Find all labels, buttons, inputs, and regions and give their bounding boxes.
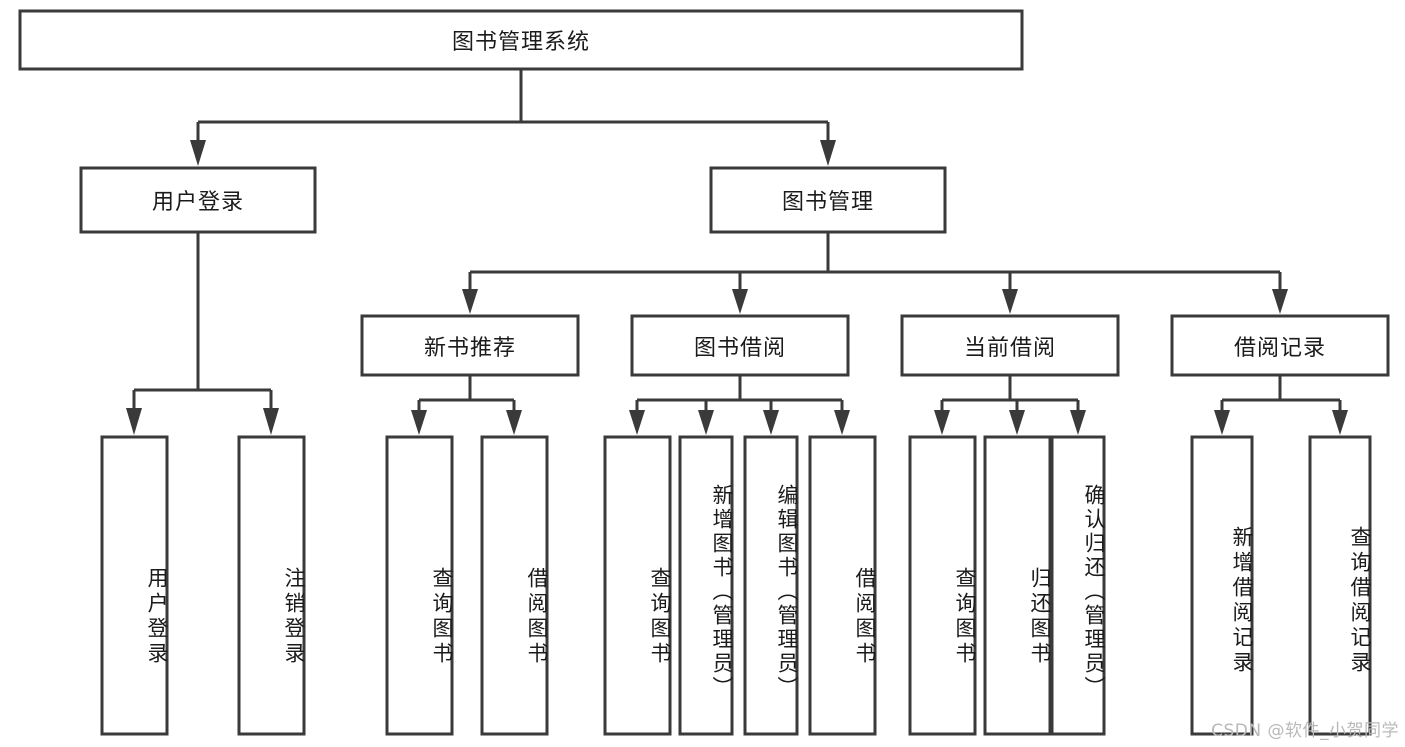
node-box-leaf-add-record[interactable]: [1190, 435, 1254, 736]
arrowhead-leaf-borrow-book-1: [506, 410, 522, 435]
node-box-user-login[interactable]: [79, 166, 317, 234]
arrowhead-leaf-borrow-book-2: [834, 410, 850, 435]
node-box-leaf-user-login[interactable]: [100, 435, 169, 736]
arrowhead-leaf-query-record: [1332, 410, 1348, 435]
node-box-leaf-query-book-2[interactable]: [603, 435, 672, 736]
node-box-borrow-record[interactable]: [1170, 314, 1390, 377]
arrowhead-new-book-recommend: [462, 289, 478, 314]
arrowhead-root-to-user-login: [190, 140, 206, 166]
node-box-root[interactable]: [18, 9, 1024, 71]
node-box-leaf-add-book[interactable]: [678, 435, 734, 736]
arrowhead-borrow-record: [1272, 289, 1288, 314]
arrowhead-leaf-logout: [263, 408, 279, 435]
node-box-leaf-borrow-book-2[interactable]: [808, 435, 877, 736]
arrowhead-leaf-confirm-return: [1070, 410, 1086, 435]
node-box-leaf-edit-book[interactable]: [743, 435, 799, 736]
arrowhead-leaf-query-book-2: [629, 410, 645, 435]
node-box-book-manage[interactable]: [709, 166, 947, 234]
arrowhead-current-borrow: [1002, 289, 1018, 314]
arrowhead-leaf-return-book: [1009, 410, 1025, 435]
arrowhead-leaf-query-book-3: [934, 410, 950, 435]
node-box-leaf-query-book-1[interactable]: [385, 435, 454, 736]
arrowhead-leaf-add-book: [698, 410, 714, 435]
node-box-book-borrow[interactable]: [630, 314, 850, 377]
node-box-leaf-query-book-3[interactable]: [908, 435, 977, 736]
arrowhead-root-to-book-manage: [820, 140, 836, 166]
node-box-new-book-recommend[interactable]: [360, 314, 580, 377]
node-box-leaf-borrow-book-1[interactable]: [480, 435, 549, 736]
arrowhead-leaf-user-login: [126, 408, 142, 435]
arrowhead-book-borrow: [732, 289, 748, 314]
arrowhead-leaf-add-record: [1214, 410, 1230, 435]
node-box-leaf-logout[interactable]: [237, 435, 306, 736]
node-box-leaf-confirm-return[interactable]: [1050, 435, 1106, 736]
node-box-current-borrow[interactable]: [900, 314, 1120, 377]
node-box-leaf-query-record[interactable]: [1308, 435, 1372, 736]
node-box-leaf-return-book[interactable]: [983, 435, 1052, 736]
arrowhead-leaf-edit-book: [763, 410, 779, 435]
arrowhead-leaf-query-book-1: [411, 410, 427, 435]
